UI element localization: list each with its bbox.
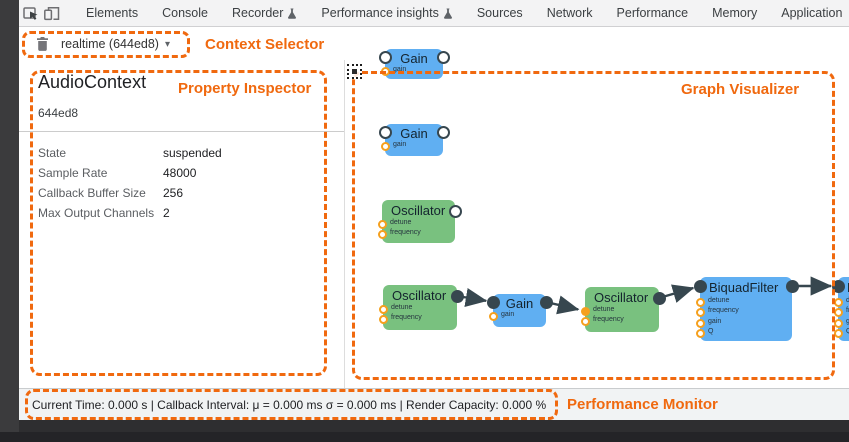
context-selector-value: realtime (644ed8) — [61, 37, 159, 51]
window-edge-strip — [0, 0, 19, 442]
context-selector-dropdown[interactable]: realtime (644ed8) ▾ — [61, 37, 170, 51]
tab-network[interactable]: Network — [535, 0, 605, 26]
tab-sources[interactable]: Sources — [465, 0, 535, 26]
property-label: Sample Rate — [38, 166, 108, 180]
tab-label: Memory — [712, 6, 758, 20]
annotation-label-context-selector: Context Selector — [205, 36, 325, 53]
tab-list: Elements Console Recorder Performance insig… — [74, 0, 849, 26]
property-label: Max Output Channels — [38, 206, 155, 220]
performance-monitor-text: Current Time: 0.000 s | Callback Interva… — [32, 397, 547, 412]
annotation-label-performance-monitor: Performance Monitor — [567, 396, 718, 413]
property-row: Sample Rate 48000 — [38, 163, 328, 183]
tab-performance[interactable]: Performance — [605, 0, 701, 26]
inspect-cursor-icon — [23, 6, 38, 20]
performance-monitor-bar: Current Time: 0.000 s | Callback Interva… — [19, 388, 849, 420]
tab-label: Performance insights — [321, 6, 439, 20]
delete-context-button[interactable] — [33, 35, 51, 53]
property-value: 2 — [163, 206, 170, 220]
tab-elements[interactable]: Elements — [74, 0, 150, 26]
property-value: 48000 — [163, 166, 197, 180]
tab-performance-insights[interactable]: Performance insights — [309, 0, 464, 26]
backdrop-strip — [0, 432, 849, 442]
tab-console[interactable]: Console — [150, 0, 220, 26]
audiocontext-title: AudioContext — [38, 72, 147, 92]
property-label: State — [38, 146, 67, 160]
tab-recorder[interactable]: Recorder — [220, 0, 309, 26]
tab-label: Recorder — [231, 6, 284, 20]
property-row: Max Output Channels 2 — [38, 203, 328, 223]
tab-label: Performance — [616, 6, 689, 20]
flask-icon — [288, 8, 297, 19]
property-value: 256 — [163, 186, 184, 200]
devtools-window: Elements Console Recorder Performance insig… — [19, 0, 849, 420]
annotation-corner-marker — [347, 64, 362, 79]
chevron-down-icon: ▾ — [164, 38, 170, 50]
property-value: suspended — [163, 146, 222, 160]
webaudio-toolbar: realtime (644ed8) ▾ — [19, 28, 849, 60]
flask-icon — [443, 8, 452, 19]
annotation-label-property-inspector: Property Inspector — [178, 80, 312, 97]
audiocontext-id: 644ed8 — [38, 106, 79, 120]
device-toolbar-icon — [44, 6, 60, 20]
devtools-tabbar: Elements Console Recorder Performance insig… — [19, 0, 849, 27]
tab-label: Sources — [476, 6, 523, 20]
property-row: Callback Buffer Size 256 — [38, 183, 328, 203]
tab-label: Application — [781, 6, 843, 20]
tab-label: Console — [162, 6, 208, 20]
tab-label: Elements — [86, 6, 139, 20]
annotation-label-graph-visualizer: Graph Visualizer — [681, 81, 800, 98]
property-label: Callback Buffer Size — [38, 186, 146, 200]
device-toolbar-button[interactable] — [43, 0, 60, 26]
tab-memory[interactable]: Memory — [700, 0, 769, 26]
tab-label: Network — [546, 6, 593, 20]
property-row: State suspended — [38, 143, 328, 163]
trash-icon — [36, 37, 48, 51]
tab-application[interactable]: Application — [769, 0, 849, 26]
panel-divider — [19, 131, 344, 132]
inspect-element-button[interactable] — [23, 0, 39, 26]
